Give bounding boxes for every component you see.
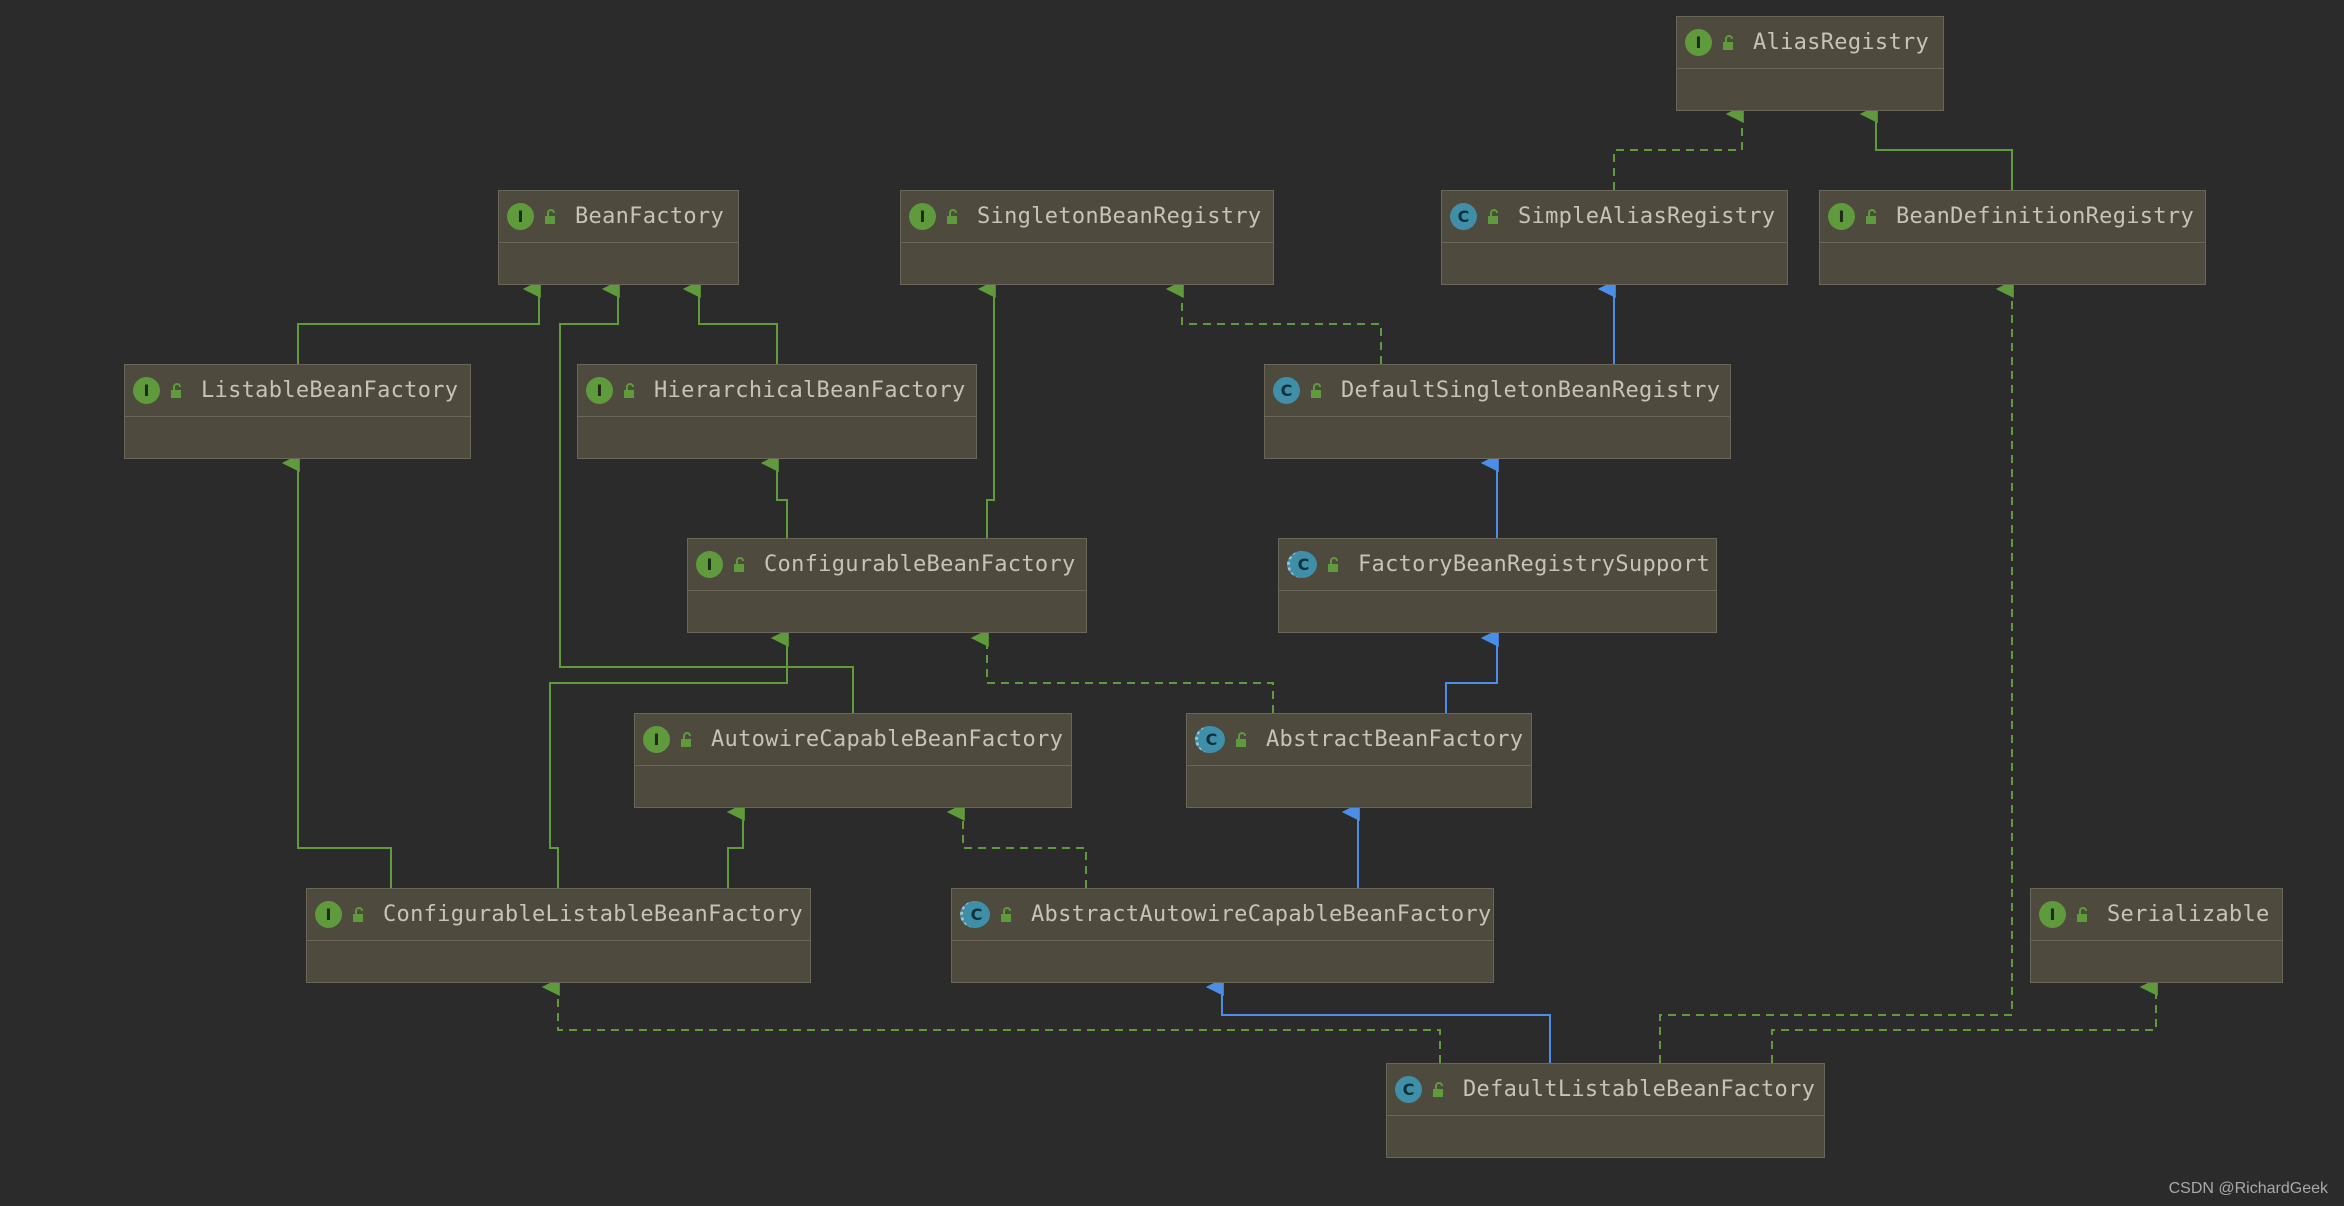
- class-name: ConfigurableListableBeanFactory: [383, 902, 803, 927]
- edge-default-listable-bean-factory-to-abstract-autowire-capable-bean-factory: [1205, 978, 1551, 1063]
- node-bean-definition-registry[interactable]: I BeanDefinitionRegistry: [1819, 190, 2206, 285]
- interface-icon: I: [2039, 901, 2066, 928]
- edge-abstract-bean-factory-to-factory-bean-registry-support: [1445, 629, 1499, 713]
- unlock-icon: [1723, 34, 1733, 50]
- class-name: HierarchicalBeanFactory: [654, 378, 966, 403]
- unlock-icon: [1001, 906, 1011, 922]
- class-name: DefaultListableBeanFactory: [1463, 1077, 1816, 1102]
- class-icon: C: [1450, 203, 1477, 230]
- class-name: AliasRegistry: [1753, 30, 1930, 55]
- class-name: ListableBeanFactory: [201, 378, 459, 403]
- edge-configurable-bean-factory-to-singleton-bean-registry: [977, 280, 996, 538]
- node-hierarchical-bean-factory[interactable]: I HierarchicalBeanFactory: [577, 364, 977, 459]
- node-default-singleton-bean-registry[interactable]: C DefaultSingletonBeanRegistry: [1264, 364, 1731, 459]
- watermark: CSDN @RichardGeek: [2168, 1180, 2328, 1197]
- unlock-icon: [1433, 1081, 1443, 1097]
- edge-configurable-listable-bean-factory-to-configurable-bean-factory: [549, 629, 789, 888]
- interface-icon: I: [909, 203, 936, 230]
- node-abstract-bean-factory[interactable]: C AbstractBeanFactory: [1186, 713, 1532, 808]
- unlock-icon: [947, 208, 957, 224]
- edge-bean-definition-registry-to-alias-registry: [1859, 105, 2013, 190]
- unlock-icon: [171, 382, 181, 398]
- class-icon: C: [1395, 1076, 1422, 1103]
- class-name: SingletonBeanRegistry: [977, 204, 1262, 229]
- interface-icon: I: [507, 203, 534, 230]
- class-name: AbstractBeanFactory: [1266, 727, 1524, 752]
- unlock-icon: [1488, 208, 1498, 224]
- edge-default-listable-bean-factory-to-bean-definition-registry: [1659, 280, 2014, 1063]
- edge-abstract-bean-factory-to-configurable-bean-factory: [970, 629, 1274, 713]
- edge-abstract-autowire-capable-bean-factory-to-autowire-capable-bean-factory: [946, 803, 1087, 888]
- class-name: BeanDefinitionRegistry: [1896, 204, 2194, 229]
- edge-configurable-listable-bean-factory-to-listable-bean-factory: [281, 454, 392, 888]
- node-listable-bean-factory[interactable]: I ListableBeanFactory: [124, 364, 471, 459]
- abstract-class-icon: C: [960, 901, 990, 928]
- abstract-class-icon: C: [1195, 726, 1225, 753]
- node-autowire-capable-bean-factory[interactable]: I AutowireCapableBeanFactory: [634, 713, 1072, 808]
- unlock-icon: [353, 906, 363, 922]
- node-alias-registry[interactable]: I AliasRegistry: [1676, 16, 1944, 111]
- node-simple-alias-registry[interactable]: C SimpleAliasRegistry: [1441, 190, 1788, 285]
- unlock-icon: [1328, 556, 1338, 572]
- interface-icon: I: [1828, 203, 1855, 230]
- edge-configurable-bean-factory-to-hierarchical-bean-factory: [760, 454, 788, 538]
- class-name: AutowireCapableBeanFactory: [711, 727, 1064, 752]
- class-name: SimpleAliasRegistry: [1518, 204, 1776, 229]
- class-icon: C: [1273, 377, 1300, 404]
- node-configurable-bean-factory[interactable]: I ConfigurableBeanFactory: [687, 538, 1087, 633]
- node-singleton-bean-registry[interactable]: I SingletonBeanRegistry: [900, 190, 1274, 285]
- edge-simple-alias-registry-to-alias-registry: [1613, 105, 1744, 190]
- class-name: DefaultSingletonBeanRegistry: [1341, 378, 1721, 403]
- interface-icon: I: [133, 377, 160, 404]
- unlock-icon: [624, 382, 634, 398]
- edge-hierarchical-bean-factory-to-bean-factory: [682, 280, 778, 364]
- interface-icon: I: [586, 377, 613, 404]
- node-configurable-listable-bean-factory[interactable]: I ConfigurableListableBeanFactory: [306, 888, 811, 983]
- unlock-icon: [1311, 382, 1321, 398]
- interface-icon: I: [315, 901, 342, 928]
- unlock-icon: [545, 208, 555, 224]
- interface-icon: I: [1685, 29, 1712, 56]
- node-factory-bean-registry-support[interactable]: C FactoryBeanRegistrySupport: [1278, 538, 1717, 633]
- unlock-icon: [734, 556, 744, 572]
- node-bean-factory[interactable]: I BeanFactory: [498, 190, 739, 285]
- unlock-icon: [681, 731, 691, 747]
- edge-default-listable-bean-factory-to-serializable: [1771, 978, 2158, 1063]
- edge-autowire-capable-bean-factory-to-bean-factory: [559, 280, 854, 713]
- edge-default-singleton-bean-registry-to-singleton-bean-registry: [1165, 280, 1382, 364]
- unlock-icon: [1236, 731, 1246, 747]
- class-name: FactoryBeanRegistrySupport: [1358, 552, 1711, 577]
- unlock-icon: [2077, 906, 2087, 922]
- node-abstract-autowire-capable-bean-factory[interactable]: C AbstractAutowireCapableBeanFactory: [951, 888, 1494, 983]
- class-name: AbstractAutowireCapableBeanFactory: [1031, 902, 1492, 927]
- edge-default-listable-bean-factory-to-configurable-listable-bean-factory: [541, 978, 1441, 1063]
- unlock-icon: [1866, 208, 1876, 224]
- class-name: Serializable: [2107, 902, 2270, 927]
- abstract-class-icon: C: [1287, 551, 1317, 578]
- interface-icon: I: [696, 551, 723, 578]
- interface-icon: I: [643, 726, 670, 753]
- class-name: BeanFactory: [575, 204, 724, 229]
- edge-configurable-listable-bean-factory-to-autowire-capable-bean-factory: [726, 803, 745, 888]
- node-serializable[interactable]: I Serializable: [2030, 888, 2283, 983]
- node-default-listable-bean-factory[interactable]: C DefaultListableBeanFactory: [1386, 1063, 1825, 1158]
- class-name: ConfigurableBeanFactory: [764, 552, 1076, 577]
- edge-listable-bean-factory-to-bean-factory: [297, 280, 541, 364]
